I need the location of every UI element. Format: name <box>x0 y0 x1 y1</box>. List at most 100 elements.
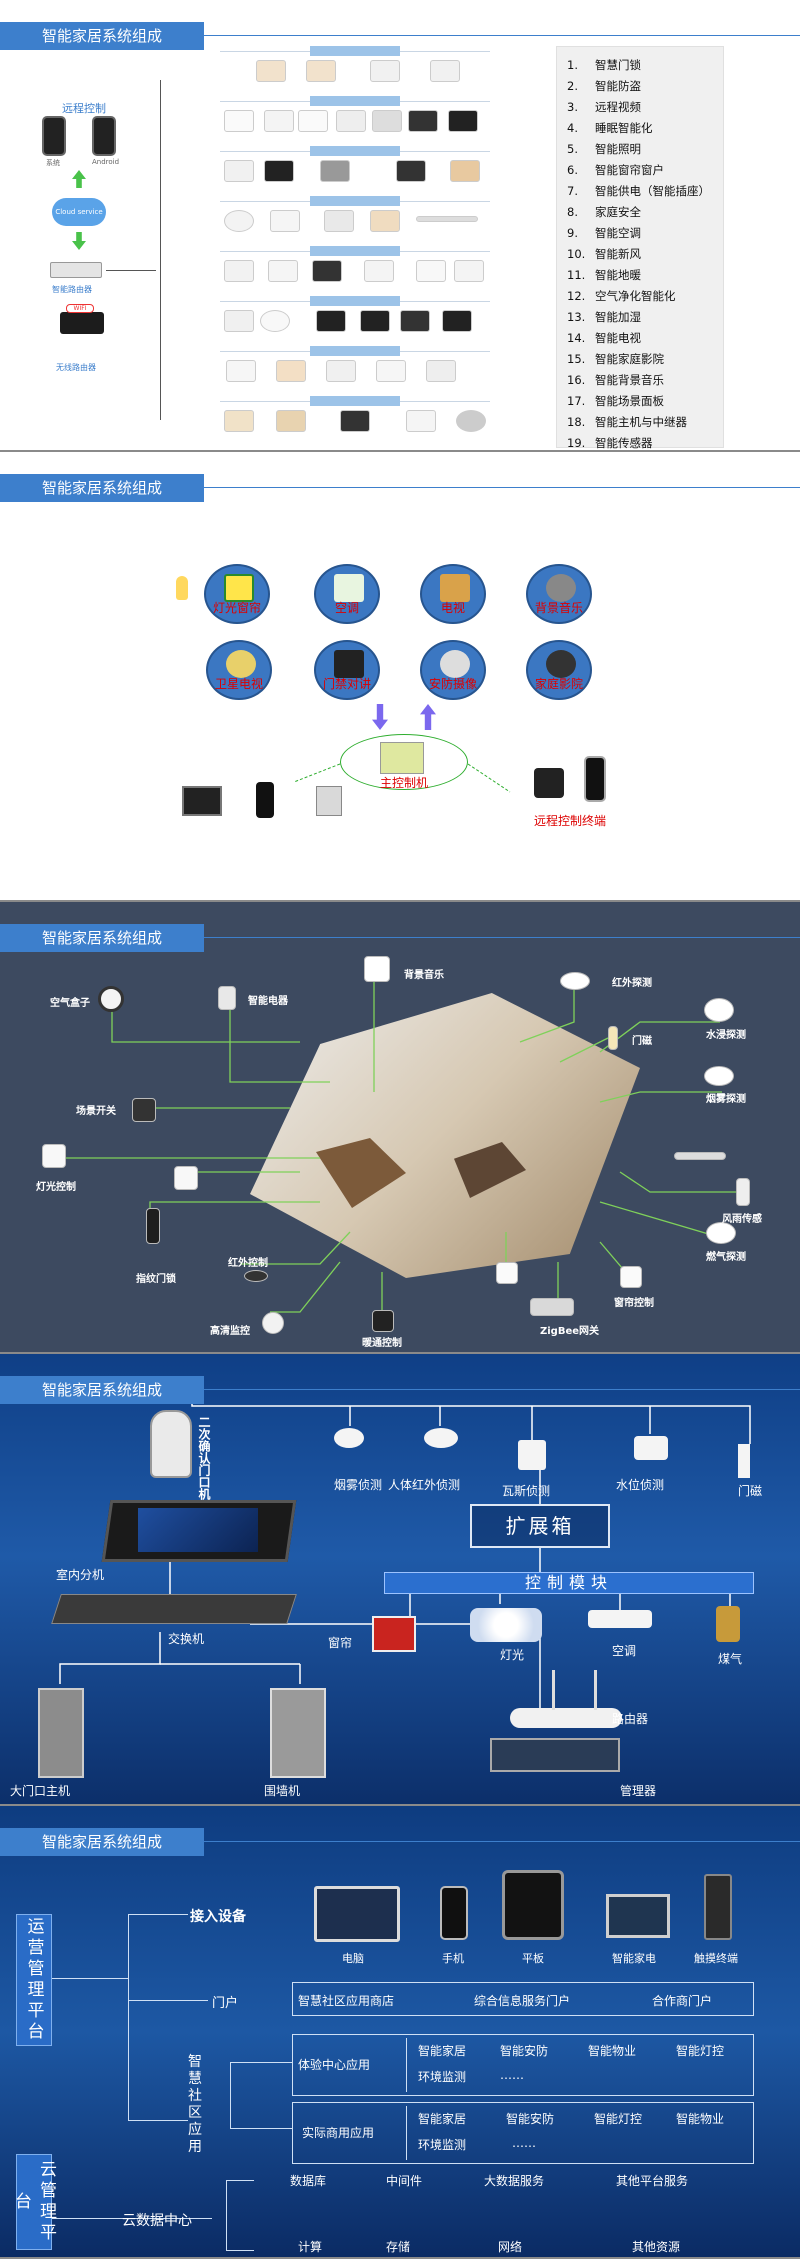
feature-number: 5. <box>567 142 578 156</box>
zigbee-gateway-icon <box>530 1298 574 1316</box>
feature-list-item: 17.智能场景面板 <box>567 391 723 412</box>
feature-list-item: 2.智能防盗 <box>567 76 723 97</box>
label-smart-appliance: 智能电器 <box>248 996 288 1007</box>
feature-list-item: 8.家庭安全 <box>567 202 723 223</box>
label-water-leak: 水浸探测 <box>706 1030 746 1041</box>
cloud-row1-item: 其他平台服务 <box>616 2174 689 2188</box>
feature-list-item: 15.智能家庭影院 <box>567 349 723 370</box>
feature-text: 智能供电（智能插座） <box>595 184 710 198</box>
slide-1: 智能家居系统组成 远程控制 系统 Android Cloud service 智… <box>0 0 800 452</box>
exp-item: 智能家居 <box>418 2044 467 2058</box>
feature-text: 智能电视 <box>595 331 641 345</box>
wireless-router-label: 无线路由器 <box>56 363 96 372</box>
confirm-door-station-label: 二次确认门口机 <box>197 1416 211 1500</box>
water-leak-sensor-icon <box>704 998 734 1022</box>
phone-icon <box>256 782 274 818</box>
feature-text: 智能主机与中继器 <box>595 415 687 429</box>
category-row <box>220 396 490 440</box>
cloud-row2-branch <box>226 2250 254 2251</box>
node-lighting-curtain: 灯光窗帘 <box>204 564 270 624</box>
feature-list-item: 3.远程视频 <box>567 97 723 118</box>
door-sensor-icon <box>738 1444 750 1478</box>
category-row <box>220 346 490 390</box>
bg-music-panel-icon <box>364 956 390 982</box>
category-row <box>220 196 490 240</box>
label-gate-station: 大门口主机 <box>10 1784 71 1798</box>
cloud-branch <box>52 2218 212 2219</box>
title-rule <box>204 1389 800 1390</box>
ops-branch <box>52 1978 128 1979</box>
ir-detector-icon <box>560 972 590 990</box>
real-item: 环境监测 <box>418 2138 467 2152</box>
lightbulb-icon <box>176 576 188 600</box>
category-row <box>220 246 490 290</box>
air-box-icon <box>98 986 124 1012</box>
portal-label: 门户 <box>212 1996 239 2011</box>
portal-frame <box>292 1982 754 2016</box>
community-split <box>230 2062 231 2128</box>
wall-panel-icon <box>316 786 342 816</box>
cloud-service-icon: Cloud service <box>52 198 106 226</box>
feature-number: 14. <box>567 331 586 345</box>
cloud-row1-item: 大数据服务 <box>484 2174 545 2188</box>
feature-number: 2. <box>567 79 578 93</box>
android-phone-icon <box>92 116 116 156</box>
device-phone-label: 手机 <box>442 1952 464 1965</box>
curtain-control-icon <box>620 1266 642 1288</box>
label-fingerprint-lock: 指纹门锁 <box>136 1274 176 1285</box>
smoke-sensor-icon <box>334 1428 364 1448</box>
touch-panel-icon <box>182 786 222 816</box>
label-air-box: 空气盒子 <box>50 998 90 1009</box>
label-gas-valve: 煤气 <box>718 1652 743 1666</box>
feature-list-item: 9.智能空调 <box>567 223 723 244</box>
label-light-control: 灯光控制 <box>36 1182 76 1193</box>
ops-trunk <box>128 1914 129 2120</box>
feature-list-item: 12.空气净化智能化 <box>567 286 723 307</box>
router-antenna <box>552 1670 555 1710</box>
control-module-bar: 控制模块 <box>384 1572 754 1594</box>
node-security-camera: 安防摄像 <box>420 640 486 700</box>
label-hd-camera: 高清监控 <box>210 1326 250 1337</box>
community-apps-label: 智慧社区应用 <box>188 2054 202 2155</box>
label-smoke: 烟雾探测 <box>706 1094 746 1105</box>
label-door: 门磁 <box>738 1484 763 1498</box>
feature-text: 智能背景音乐 <box>595 373 664 387</box>
category-row <box>220 296 490 340</box>
feature-list-item: 4.睡眠智能化 <box>567 118 723 139</box>
connector-lines <box>54 972 736 1326</box>
access-devices-label: 接入设备 <box>190 1909 246 1925</box>
connector-lines <box>293 763 511 793</box>
pir-sensor-icon <box>424 1428 458 1448</box>
title-rule <box>204 487 800 488</box>
real-item: 智能安防 <box>506 2112 555 2126</box>
remote-terminal-label: 远程控制终端 <box>534 814 607 828</box>
cloud-platform-label: 云管理平台 <box>11 2154 56 2250</box>
wifi-router-icon <box>60 312 104 334</box>
main-controller-label: 主控制机 <box>380 776 429 790</box>
fingerprint-lock-icon <box>146 1208 160 1244</box>
real-divider <box>406 2106 407 2160</box>
label-light: 灯光 <box>500 1648 525 1662</box>
label-indoor-unit: 室内分机 <box>56 1568 105 1582</box>
feature-text: 智能地暖 <box>595 268 641 282</box>
community-branch <box>128 2120 188 2121</box>
up-arrow-icon <box>72 170 86 188</box>
cloud-row2-item: 计算 <box>298 2240 323 2254</box>
cloud-row1-item: 中间件 <box>386 2174 423 2188</box>
feature-text: 智能场景面板 <box>595 394 664 408</box>
feature-number: 3. <box>567 100 578 114</box>
router-connector <box>106 270 156 271</box>
feature-text: 智能新风 <box>595 247 641 261</box>
slide-3: 智能家居系统组成 <box>0 902 800 1354</box>
real-item: 智能家居 <box>418 2112 467 2126</box>
portal-item: 智慧社区应用商店 <box>298 1994 395 2008</box>
feature-number: 18. <box>567 415 586 429</box>
gas-valve-icon <box>716 1606 740 1642</box>
label-curtain: 窗帘 <box>328 1636 353 1650</box>
slide-title: 智能家居系统组成 <box>0 924 204 952</box>
gas-sensor-icon <box>518 1440 546 1470</box>
indoor-unit-screen <box>138 1508 258 1552</box>
exp-item: 智能安防 <box>500 2044 549 2058</box>
cloud-row1-item: 数据库 <box>290 2174 327 2188</box>
hd-camera-icon <box>262 1312 284 1334</box>
